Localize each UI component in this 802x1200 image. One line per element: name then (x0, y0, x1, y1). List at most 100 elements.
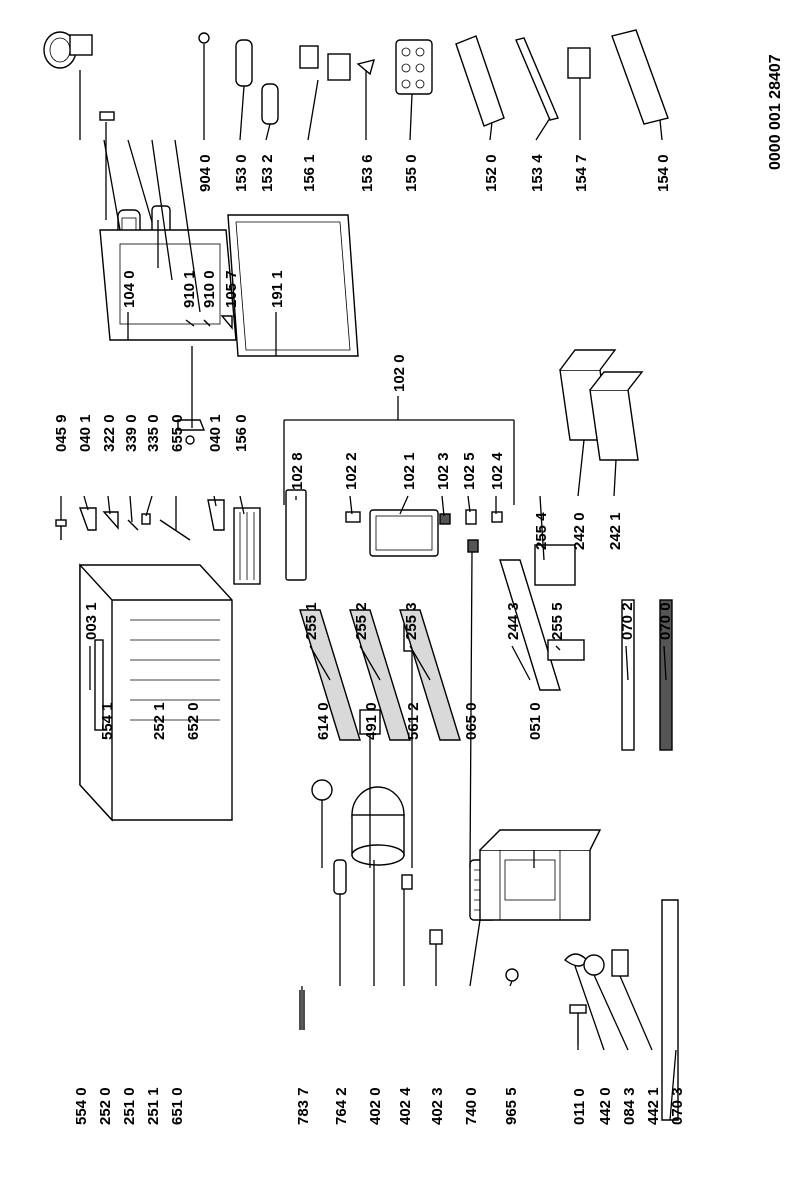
label-070-3: 070 3 (669, 1087, 686, 1125)
part-evaporator-102-1 (369, 509, 439, 557)
label-402-0: 402 0 (367, 1087, 384, 1125)
part-door-104-0 (99, 229, 237, 341)
part-153-2 (261, 83, 279, 125)
part-compressor (351, 786, 405, 866)
label-442-0: 442 0 (597, 1087, 614, 1125)
label-191-1: 191 1 (269, 270, 286, 308)
label-764-2: 764 2 (333, 1087, 350, 1125)
label-065-0: 065 0 (463, 702, 480, 740)
label-554-0: 554 0 (73, 1087, 90, 1125)
part-102-8 (285, 489, 307, 581)
label-153-6: 153 6 (359, 154, 376, 192)
label-242-1: 242 1 (607, 512, 624, 550)
label-252-1: 252 1 (151, 702, 168, 740)
label-070-0: 070 0 (657, 602, 674, 640)
part-764-2 (333, 859, 347, 895)
label-102-1: 102 1 (401, 452, 418, 490)
part-255-5 (547, 639, 585, 661)
label-651-0: 651 0 (169, 1087, 186, 1125)
part-965-5 (505, 968, 519, 982)
label-255-2: 255 2 (353, 602, 370, 640)
part-shelf-152-0 (455, 35, 505, 127)
part-783-7 (299, 990, 305, 1030)
part-shelf-255-2 (349, 609, 411, 741)
label-255-5: 255 5 (549, 602, 566, 640)
part-screw-011-0 (569, 1004, 587, 1045)
part-084-3 (583, 954, 605, 976)
part-cabinet-003-1 (79, 563, 233, 822)
part-614-0 (311, 779, 333, 801)
label-322-0: 322 0 (101, 414, 118, 452)
label-003-1: 003 1 (83, 602, 100, 640)
part-shelf-154-0 (611, 29, 669, 125)
part-gasket-191-1 (227, 214, 359, 357)
label-251-1: 251 1 (145, 1087, 162, 1125)
label-652-0: 652 0 (185, 702, 202, 740)
label-153-2: 153 2 (259, 154, 276, 192)
part-153-6 (356, 59, 376, 76)
part-153-0 (235, 39, 253, 87)
label-335-0: 335 0 (145, 414, 162, 452)
part-070-3 (661, 899, 679, 1121)
part-105-7 (220, 315, 233, 330)
part-156-1 (299, 45, 351, 81)
label-783-7: 783 7 (295, 1087, 312, 1125)
part-442-1 (611, 949, 629, 977)
part-shelf-255-3 (399, 609, 461, 741)
part-554-1 (99, 111, 115, 121)
label-965-5: 965 5 (503, 1087, 520, 1125)
part-102-2 (345, 511, 361, 523)
label-491-0: 491 0 (363, 702, 380, 740)
part-lamp-housing (43, 31, 93, 69)
label-244-3: 244 3 (505, 602, 522, 640)
label-154-7: 154 7 (573, 154, 590, 192)
part-156-0 (233, 507, 261, 585)
label-255-3: 255 3 (403, 602, 420, 640)
label-910-0: 910 0 (201, 270, 218, 308)
part-hinge-040-1-bottom (207, 499, 225, 531)
label-655-0: 655 0 (169, 414, 186, 452)
label-153-0: 153 0 (233, 154, 250, 192)
label-070-2: 070 2 (619, 602, 636, 640)
part-904-0 (198, 32, 210, 44)
part-102-3 (439, 513, 451, 525)
part-hinge-040-1-top (79, 507, 97, 531)
label-339-0: 339 0 (123, 414, 140, 452)
leader-lines (60, 44, 677, 1121)
part-910-1 (185, 319, 195, 327)
part-339-0 (127, 519, 139, 531)
part-egg-tray-155-0 (395, 39, 433, 95)
part-labels: 554 0 252 0 251 0 251 1 651 0 554 1 252 … (53, 154, 686, 1125)
part-322-0 (102, 511, 119, 530)
label-402-3: 402 3 (429, 1087, 446, 1125)
part-402-3 (429, 929, 443, 945)
document-number: 0000 001 28407 (767, 54, 784, 170)
label-910-1: 910 1 (181, 270, 198, 308)
label-011-0: 011 0 (571, 1088, 588, 1125)
part-154-7 (567, 47, 591, 79)
label-252-0: 252 0 (97, 1087, 114, 1125)
part-153-4 (515, 37, 559, 121)
label-040-1-bottom: 040 1 (207, 414, 224, 452)
label-045-9: 045 9 (53, 414, 70, 452)
part-065-0 (467, 539, 479, 553)
label-255-4: 255 4 (533, 512, 550, 550)
part-drawer-242-1 (589, 371, 644, 461)
label-102-3: 102 3 (435, 452, 452, 490)
part-102-5 (465, 509, 477, 525)
part-244-3 (499, 559, 561, 691)
label-102-2: 102 2 (343, 452, 360, 490)
label-102-0: 102 0 (391, 354, 408, 392)
label-156-0: 156 0 (233, 414, 250, 452)
label-904-0: 904 0 (197, 154, 214, 192)
label-102-8: 102 8 (289, 452, 306, 490)
part-shelf-255-1 (299, 609, 361, 741)
label-740-0: 740 0 (463, 1087, 480, 1125)
label-040-1-top: 040 1 (77, 414, 94, 452)
label-402-4: 402 4 (397, 1087, 414, 1125)
part-255-4 (534, 544, 576, 586)
label-561-2: 561 2 (405, 702, 422, 740)
label-554-1: 554 1 (99, 702, 116, 740)
label-156-1: 156 1 (301, 154, 318, 192)
